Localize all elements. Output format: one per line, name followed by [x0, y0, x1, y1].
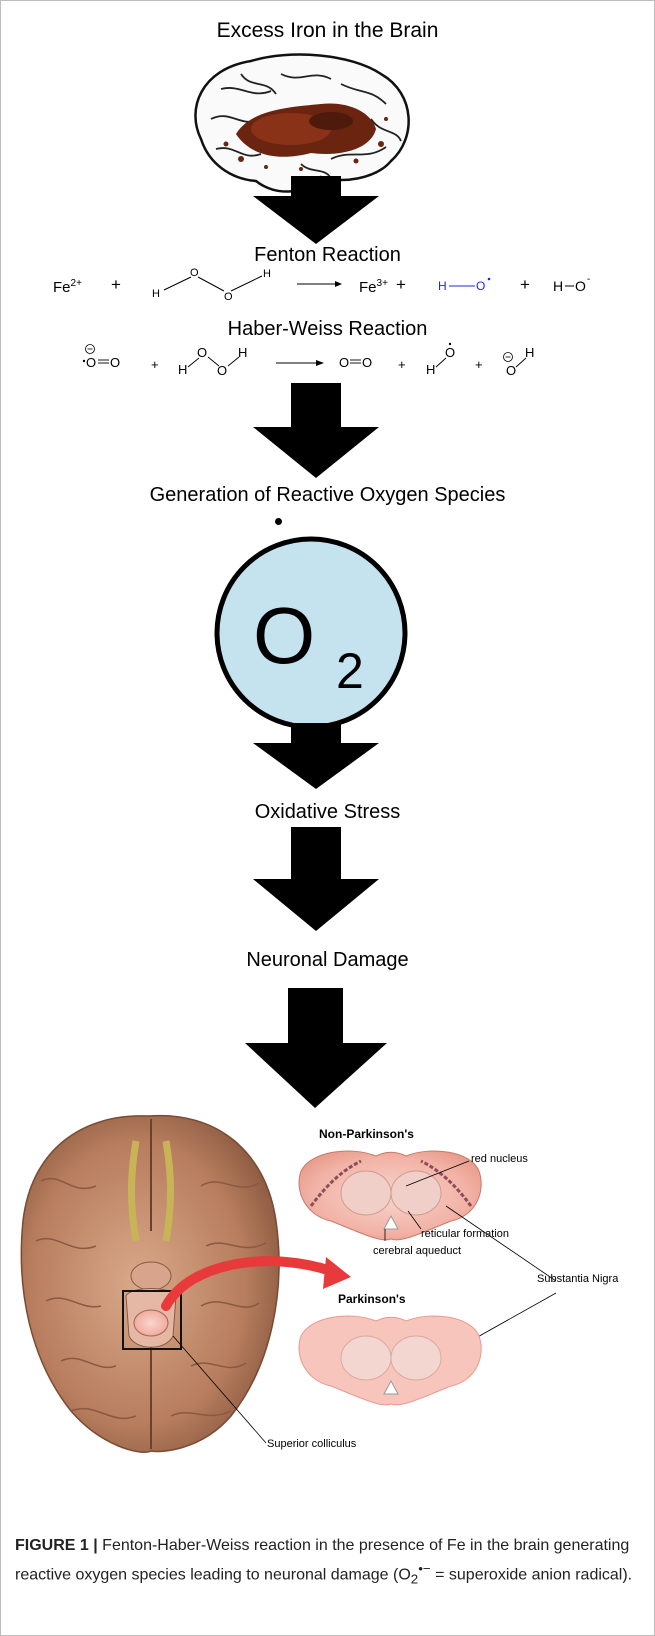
svg-text:O: O: [86, 355, 96, 370]
brain-inferior-view: [21, 1116, 279, 1453]
figure-panel: Excess Iron in the Brain F: [1, 1, 654, 1526]
svg-text:O: O: [253, 591, 315, 680]
non-parkinsons-title: Non-Parkinson's: [319, 1127, 414, 1141]
haber-weiss-title: Haber-Weiss Reaction: [1, 318, 654, 341]
plus-sign: +: [520, 275, 530, 295]
haber-weiss-equation: O O + H O O H O O + H O: [71, 341, 571, 381]
parkinsons-title: Parkinson's: [338, 1292, 406, 1306]
svg-text:H: H: [238, 345, 247, 360]
svg-text:O: O: [575, 278, 586, 294]
svg-text:O: O: [217, 363, 227, 378]
down-arrow-3: [251, 723, 381, 791]
fe3-ion: Fe3+: [359, 278, 388, 296]
svg-text:+: +: [151, 357, 159, 372]
svg-text:H: H: [553, 278, 563, 294]
svg-text:O: O: [506, 363, 516, 378]
svg-text:O: O: [445, 345, 455, 360]
caption-label: FIGURE 1 |: [15, 1537, 98, 1554]
down-arrow-1: [251, 176, 381, 246]
neuronal-damage-label: Neuronal Damage: [1, 949, 654, 972]
caption-superscript: •−: [418, 1561, 430, 1576]
midbrain-normal: [299, 1151, 481, 1240]
superoxide-circle: O 2: [211, 533, 411, 733]
fenton-title: Fenton Reaction: [1, 244, 654, 267]
svg-text:+: +: [398, 357, 406, 372]
svg-text:H: H: [438, 279, 447, 293]
svg-text:O: O: [476, 279, 485, 293]
oxidative-stress-label: Oxidative Stress: [1, 801, 654, 824]
red-nucleus-label: red nucleus: [471, 1153, 528, 1165]
caption-text-end: = superoxide anion radical).: [431, 1566, 632, 1583]
parkinsons-illustration: Non-Parkinson's Parkinson's: [1, 1111, 654, 1461]
svg-text:H: H: [178, 362, 187, 377]
down-arrow-4: [251, 827, 381, 933]
svg-text:O: O: [339, 355, 349, 370]
cerebral-aqueduct-label: cerebral aqueduct: [373, 1245, 461, 1257]
figure-title: Excess Iron in the Brain: [1, 19, 654, 43]
svg-text:H: H: [525, 345, 534, 360]
plus-sign: +: [396, 275, 406, 295]
svg-text:O: O: [197, 345, 207, 360]
hydroxyl-radical: H O: [436, 273, 496, 295]
fe2-ion: Fe2+: [53, 278, 82, 296]
hydroxide-ion: H O -: [551, 273, 601, 297]
svg-text:2: 2: [336, 643, 364, 699]
reticular-formation-label: reticular formation: [421, 1228, 509, 1240]
figure-caption: FIGURE 1 | Fenton-Haber-Weiss reaction i…: [15, 1534, 641, 1591]
down-arrow-2: [251, 383, 381, 480]
svg-text:O: O: [362, 355, 372, 370]
midbrain-parkinsons: [299, 1316, 481, 1405]
substantia-nigra-label: Substantia Nigra: [537, 1273, 618, 1285]
ros-label: Generation of Reactive Oxygen Species: [1, 484, 654, 507]
svg-text:+: +: [475, 357, 483, 372]
superior-colliculus-label: Superior colliculus: [267, 1438, 356, 1450]
svg-text:O: O: [190, 267, 199, 279]
down-arrow-5: [243, 988, 389, 1110]
svg-text:H: H: [152, 288, 160, 300]
svg-text:O: O: [224, 291, 233, 303]
svg-text:H: H: [263, 268, 271, 280]
svg-text:O: O: [110, 355, 120, 370]
svg-text:H: H: [426, 362, 435, 377]
hydrogen-peroxide-structure: H O O H: [146, 263, 281, 303]
radical-dot: [275, 518, 282, 525]
reaction-arrow-fenton: [295, 279, 345, 289]
svg-text:-: -: [587, 274, 590, 285]
plus-sign: +: [111, 275, 121, 295]
